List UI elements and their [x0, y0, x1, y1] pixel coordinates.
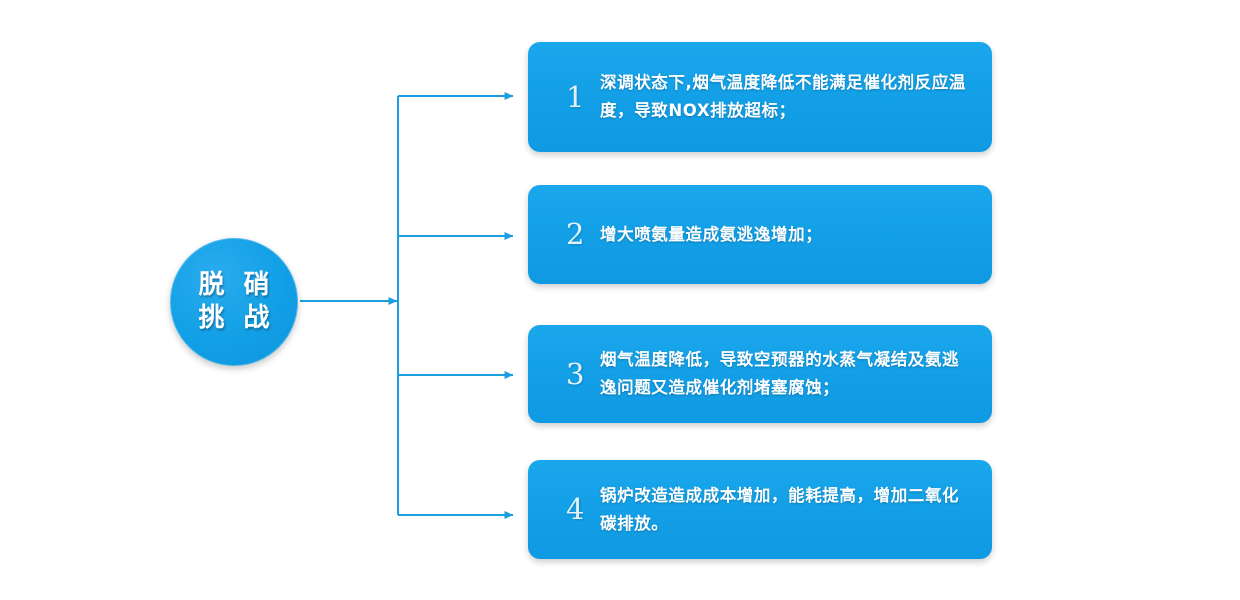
- item-box-4[interactable]: 4 锅炉改造造成成本增加，能耗提高，增加二氧化碳排放。: [528, 460, 992, 559]
- item-text-1: 深调状态下,烟气温度降低不能满足催化剂反应温度，导致NOX排放超标；: [600, 73, 966, 120]
- item-number-3: 3: [566, 356, 585, 391]
- item-text-3: 烟气温度降低，导致空预器的水蒸气凝结及氨逃逸问题又造成催化剂堵塞腐蚀；: [600, 350, 960, 397]
- hub-label-line-2: 挑 战: [198, 303, 275, 333]
- item-box-2[interactable]: 2 增大喷氨量造成氨逃逸增加；: [528, 185, 992, 284]
- item-text-4: 锅炉改造造成成本增加，能耗提高，增加二氧化碳排放。: [600, 485, 960, 533]
- item-number-2: 2: [566, 217, 585, 251]
- item-box-1[interactable]: 1 深调状态下,烟气温度降低不能满足催化剂反应温度，导致NOX排放超标；: [528, 42, 992, 152]
- hub-label-line-1: 脱 硝: [198, 270, 275, 300]
- hub-node[interactable]: 脱 硝 挑 战: [170, 238, 298, 366]
- item-number-1: 1: [566, 79, 585, 114]
- item-text-2: 增大喷氨量造成氨逃逸增加；: [600, 224, 823, 244]
- item-number-4: 4: [566, 492, 585, 526]
- item-box-3[interactable]: 3 烟气温度降低，导致空预器的水蒸气凝结及氨逃逸问题又造成催化剂堵塞腐蚀；: [528, 325, 992, 423]
